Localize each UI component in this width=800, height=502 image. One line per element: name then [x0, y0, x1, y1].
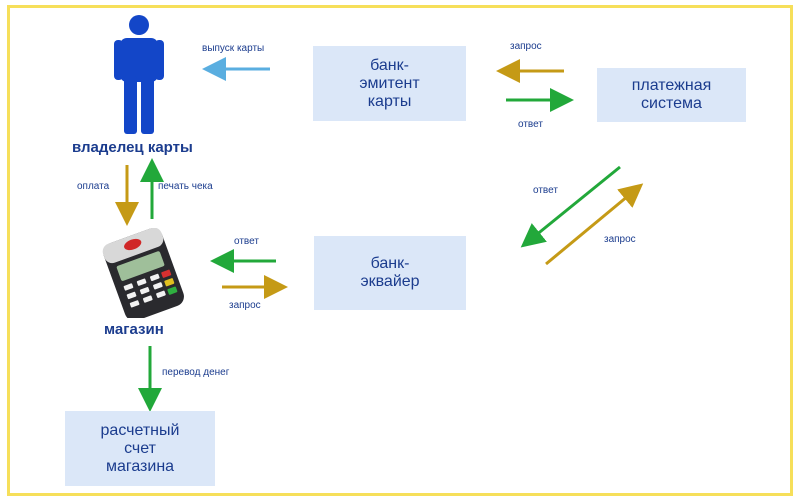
payment-label: оплата	[77, 181, 110, 192]
shop-request-label: запрос	[229, 300, 261, 311]
shop-label: магазин	[104, 321, 164, 338]
diagram-frame	[7, 5, 793, 496]
cardholder-label: владелец карты	[72, 139, 193, 156]
issuer-bank-box: банк- эмитент карты	[313, 46, 466, 121]
receipt-label: печать чека	[158, 181, 213, 192]
pos-terminal-icon	[102, 228, 184, 318]
shop-account-box: расчетный счет магазина	[65, 411, 215, 486]
acq-request-label: запрос	[604, 234, 636, 245]
money-transfer-label: перевод денег	[162, 367, 230, 378]
card-issue-label: выпуск карты	[202, 43, 265, 54]
arrow-acq-response	[520, 165, 621, 248]
arrow-acq-request	[545, 183, 644, 266]
issuer-request-label: запрос	[510, 41, 542, 52]
issuer-response-label: ответ	[518, 119, 543, 130]
shop-response-label: ответ	[234, 236, 259, 247]
acq-response-label: ответ	[533, 185, 558, 196]
acquirer-bank-box: банк- эквайер	[314, 236, 466, 310]
person-icon	[114, 15, 164, 134]
payment-system-box: платежная система	[597, 68, 746, 122]
